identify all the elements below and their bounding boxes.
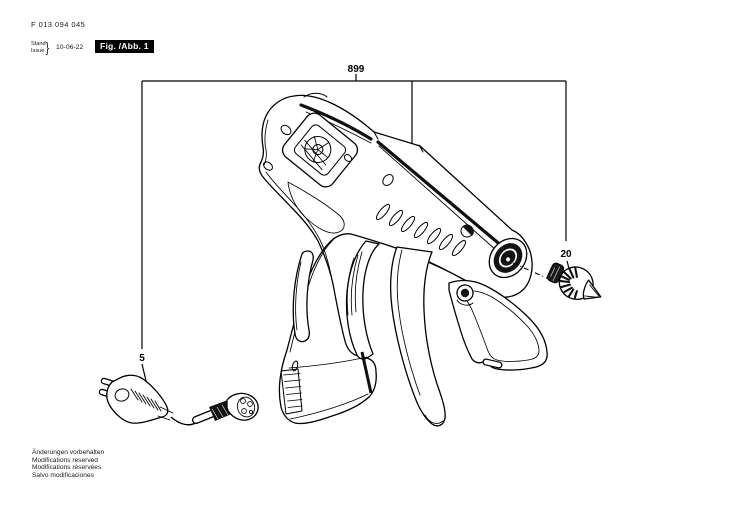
cord-neck-lines (157, 406, 174, 421)
trigger-ribs (346, 251, 363, 316)
footer-note-de: Änderungen vorbehalten (32, 449, 105, 456)
stand-foot-fill (483, 359, 502, 368)
vent-slots (375, 174, 474, 257)
support-leg-inner-line (396, 249, 421, 396)
front-stand-outline (448, 279, 548, 371)
issue-brace: } (45, 38, 50, 55)
nozzle-part (546, 262, 602, 300)
vent-slot (413, 221, 429, 239)
rear-edge-inner-line (263, 119, 333, 281)
nozzle-tip-cone (582, 279, 602, 300)
plug-face-hole (114, 388, 130, 402)
housing-hole-3 (343, 154, 353, 162)
top-stripe-front (376, 140, 505, 249)
issue-label: Issue (31, 47, 45, 54)
housing-hole-2 (263, 161, 273, 171)
connector-contact-2 (247, 401, 253, 407)
nozzle-collar-highlight (550, 266, 560, 282)
connector-contact-4 (248, 409, 254, 415)
part-number: F 013 094 045 (31, 20, 86, 29)
port-inner-frame (293, 124, 347, 176)
stand-label: Stand (31, 40, 46, 47)
muzzle-center-dot (506, 257, 511, 262)
figure-badge: Fig. /Abb. 1 (95, 40, 154, 53)
rear-insertion-port (281, 112, 359, 188)
support-leg-cap (424, 414, 444, 424)
port-outer-frame (281, 112, 359, 188)
pivot-bracket-line (456, 299, 474, 306)
grip-channel-line (295, 261, 302, 331)
vent-slot (426, 227, 442, 245)
heel-ribs (283, 373, 303, 408)
side-panel-line (287, 181, 345, 234)
callout-label-20: 20 (560, 249, 572, 260)
callout-label-5: 5 (139, 353, 145, 364)
trigger (345, 240, 380, 360)
vent-slot (388, 209, 404, 227)
vent-slot (400, 215, 416, 233)
vent-hole (382, 174, 394, 186)
front-stand-panel (458, 290, 540, 362)
rear-tab-line (303, 92, 328, 98)
support-leg-outline (390, 246, 446, 427)
footer-notes: Änderungen vorbehalten Modifications res… (32, 449, 104, 480)
pivot-screw-center (460, 288, 470, 298)
handle-hole (291, 360, 299, 372)
feed-wheel-spokes (303, 135, 329, 162)
glue-gun-illustration (258, 92, 548, 427)
base-dark-stripe (360, 351, 373, 394)
callout-bracket (141, 74, 571, 386)
connector-knurl-lines (211, 402, 233, 420)
connector-tip (193, 411, 214, 423)
connector-end-face (236, 396, 256, 418)
vent-slot (438, 233, 454, 251)
connector-contact-1 (240, 398, 246, 404)
nozzle-knurl-ribs (558, 267, 578, 300)
front-stand (448, 279, 548, 371)
housing-hole-1 (280, 124, 292, 136)
vent-slot (375, 203, 391, 221)
footer-note-en: Modifications reserved (32, 456, 98, 464)
nozzle-tip-lines (584, 284, 600, 298)
assembly-axis-line (512, 262, 550, 280)
screw-hole-shadow (463, 225, 474, 236)
footer-note-fr: Modifications réservées (32, 464, 102, 472)
issue-date: 10-06-22 (56, 43, 84, 51)
power-cord-part (98, 374, 259, 426)
handle-details (280, 250, 373, 420)
footer-note-es: Salvo modificaciones (32, 472, 94, 480)
support-leg (390, 246, 446, 427)
plug-grip-ribs (130, 388, 162, 412)
vent-slot (451, 239, 467, 257)
top-seam-lines (373, 131, 424, 153)
top-stripe-rear (299, 103, 373, 141)
connector-contact-3 (241, 408, 247, 414)
base-seam-lines (288, 356, 369, 420)
callout-label-899: 899 (348, 64, 365, 75)
